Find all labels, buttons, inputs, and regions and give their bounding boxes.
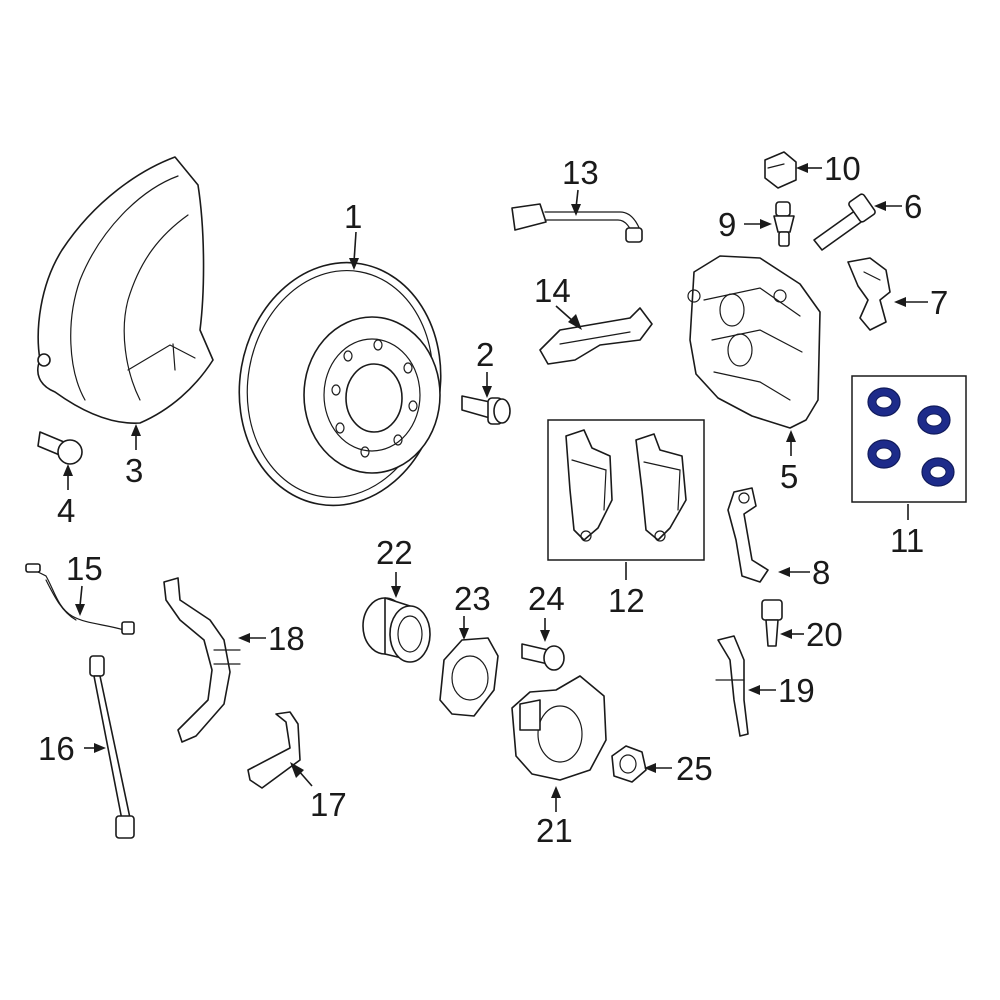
part-12-brake-pads[interactable]: [547, 419, 705, 561]
callout-1[interactable]: 1: [344, 198, 362, 235]
callout-15[interactable]: 15: [66, 550, 103, 587]
seal-4: [921, 457, 955, 487]
part-4-bolt[interactable]: [37, 431, 83, 465]
callout-22[interactable]: 22: [376, 534, 413, 571]
part-17-wear-sensor[interactable]: [247, 711, 301, 789]
callout-23[interactable]: 23: [454, 580, 491, 617]
part-20-bolt[interactable]: [761, 599, 783, 647]
callout-11[interactable]: 11: [890, 522, 924, 559]
seal-3: [867, 439, 901, 469]
rotor-bolt-holes: [331, 339, 418, 458]
callout-20[interactable]: 20: [806, 616, 843, 653]
callout-6[interactable]: 6: [904, 188, 922, 225]
callout-4[interactable]: 4: [57, 492, 75, 529]
part-6-caliper-bolt[interactable]: [813, 193, 876, 251]
part-9-bleeder-screw[interactable]: [773, 201, 795, 247]
part-18-bracket[interactable]: [163, 577, 241, 743]
part-15-sensor-wire[interactable]: [25, 563, 135, 635]
part-23-gasket[interactable]: [439, 637, 499, 717]
callout-21[interactable]: 21: [536, 812, 573, 849]
callout-12[interactable]: 12: [608, 582, 645, 619]
part-7-pad-clip[interactable]: [847, 257, 891, 331]
part-14-sensor-bracket[interactable]: [539, 307, 653, 365]
callout-24[interactable]: 24: [528, 580, 565, 617]
callout-17[interactable]: 17: [310, 786, 347, 823]
callout-3[interactable]: 3: [125, 452, 143, 489]
part-8-link[interactable]: [727, 487, 769, 583]
part-2-bolt[interactable]: [461, 395, 511, 425]
part-10-clip[interactable]: [764, 151, 797, 189]
part-13-brake-line[interactable]: [511, 203, 643, 243]
part-24-bolt[interactable]: [521, 643, 565, 671]
seal-1: [867, 387, 901, 417]
part-25-nut[interactable]: [611, 745, 647, 783]
part-21-wheel-hub[interactable]: [511, 675, 607, 781]
callout-25[interactable]: 25: [676, 750, 713, 787]
callout-16[interactable]: 16: [38, 730, 75, 767]
callout-8[interactable]: 8: [812, 554, 830, 591]
callout-labels: 1 2 3 4 5 6 7 8 9 10 11 12 13 14 15 16 1…: [38, 150, 948, 849]
seal-2: [917, 405, 951, 435]
callout-2[interactable]: 2: [476, 336, 494, 373]
callout-14[interactable]: 14: [534, 272, 571, 309]
part-5-caliper[interactable]: [687, 255, 821, 429]
callout-lines: [63, 163, 928, 812]
part-19-speed-sensor[interactable]: [715, 635, 749, 737]
callout-5[interactable]: 5: [780, 458, 798, 495]
part-16-brake-hose[interactable]: [89, 655, 135, 839]
callout-13[interactable]: 13: [562, 154, 599, 191]
part-3-splash-shield[interactable]: [37, 156, 214, 424]
callout-10[interactable]: 10: [824, 150, 861, 187]
callout-9[interactable]: 9: [718, 206, 736, 243]
part-11-piston-seals[interactable]: [851, 375, 967, 503]
part-22-wheel-bearing[interactable]: [362, 597, 431, 663]
callout-18[interactable]: 18: [268, 620, 305, 657]
callout-19[interactable]: 19: [778, 672, 815, 709]
callout-7[interactable]: 7: [930, 284, 948, 321]
part-1-brake-rotor[interactable]: [220, 246, 459, 521]
